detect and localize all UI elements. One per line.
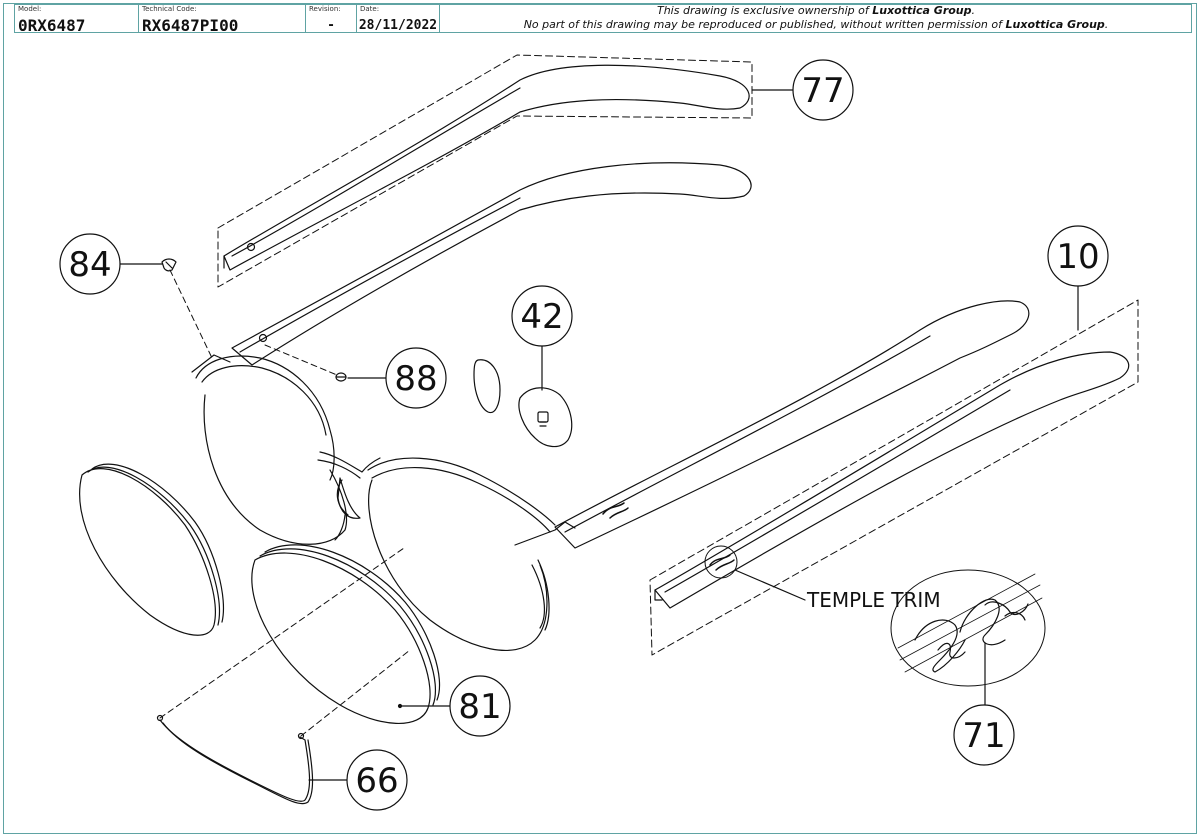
revision-label: Revision: [309,5,341,13]
callout-circle-81 [449,675,511,737]
revision-value: - [327,18,335,33]
callout-circle-84 [59,233,121,295]
nose-pads-42 [473,359,573,448]
rear-temple [231,162,752,366]
right-lens-mounted [368,479,550,651]
screw-84 [161,258,177,272]
model-label: Model: [18,5,42,13]
callout-circle-88 [385,347,447,409]
temple-trim-label: TEMPLE TRIM [806,588,941,612]
callout-circle-10 [1047,225,1109,287]
lens-81-right [251,544,441,725]
callout-circle-71 [953,704,1015,766]
date-value: 28/11/2022 [358,18,438,33]
callout-66: 66 [355,761,398,801]
nylon-wire-66 [156,714,314,805]
title-cell-model: Model: 0RX6487 [14,4,139,35]
callout-71: 71 [962,716,1005,756]
callout-10: 10 [1056,237,1099,277]
front-temple [554,300,1030,549]
callout-88: 88 [394,359,437,399]
callout-77: 77 [801,71,844,111]
assembly-lines [159,269,411,737]
temple-10-part [649,299,1139,656]
temple-77-part [217,54,753,288]
ownership-notice-line2: No part of this drawing may be reproduce… [523,18,1109,31]
callout-84: 84 [68,245,111,285]
callout-81: 81 [458,687,501,727]
title-cell-notice [439,4,1192,33]
callout-circle-66 [346,749,408,811]
title-cell-date: Date: 28/11/2022 [356,4,440,33]
callout-circle-42 [511,285,573,347]
callout-circle-77 [792,59,854,121]
frame-front [191,354,576,546]
ownership-notice-line1: This drawing is exclusive ownership of L… [656,4,976,17]
sheet-border [3,3,1197,834]
callout-42: 42 [520,297,563,337]
temple-trim-detail-71 [890,569,1046,687]
lens-81-left [79,463,225,636]
model-value: 0RX6487 [18,16,86,35]
screw-88 [335,372,347,382]
left-lens-mounted [203,394,348,545]
technical-code-label: Technical Code: [142,5,197,13]
leader-lines [117,89,1079,781]
date-label: Date: [360,5,380,13]
technical-code-value: RX6487PI00 [142,16,239,35]
